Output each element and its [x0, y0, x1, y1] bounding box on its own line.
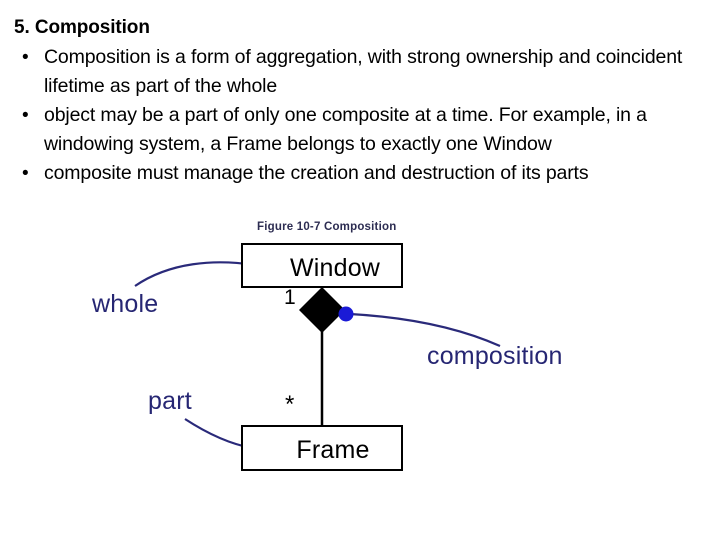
callout-line-whole [134, 261, 255, 287]
bullet-glyph-icon: • [22, 47, 29, 68]
bullet-glyph-icon: • [22, 163, 29, 184]
slide-text-block: 5. Composition • Composition is a form o… [0, 0, 720, 188]
annotation-label-composition: composition [427, 342, 563, 370]
figure-caption: Figure 10-7 Composition [257, 221, 397, 233]
annotation-label-whole: whole [92, 290, 159, 318]
list-item-text: composite must manage the creation and d… [44, 162, 589, 184]
class-box-window[interactable]: Window [241, 243, 403, 288]
uml-composition-diagram: Figure 10-7 Composition Window Frame 1 *… [0, 210, 720, 510]
annotation-label-part: part [148, 387, 192, 415]
callout-line-composition [349, 312, 501, 348]
list-item: • object may be a part of only one compo… [18, 101, 720, 159]
list-item-text: object may be a part of only one composi… [44, 104, 647, 155]
callout-dot-composition [338, 306, 354, 322]
class-name-frame: Frame [296, 436, 370, 464]
multiplicity-window: 1 [284, 286, 296, 309]
list-item: • Composition is a form of aggregation, … [18, 43, 720, 101]
bullet-glyph-icon: • [22, 105, 29, 126]
list-item-text: Composition is a form of aggregation, wi… [44, 46, 683, 97]
composition-diamond-icon [299, 287, 345, 333]
page-title: 5. Composition [14, 17, 150, 38]
bullet-list: • Composition is a form of aggregation, … [0, 43, 720, 188]
multiplicity-frame: * [285, 391, 295, 418]
class-name-window: Window [289, 254, 381, 282]
class-box-frame[interactable]: Frame [241, 425, 403, 471]
list-item: • composite must manage the creation and… [18, 159, 720, 188]
